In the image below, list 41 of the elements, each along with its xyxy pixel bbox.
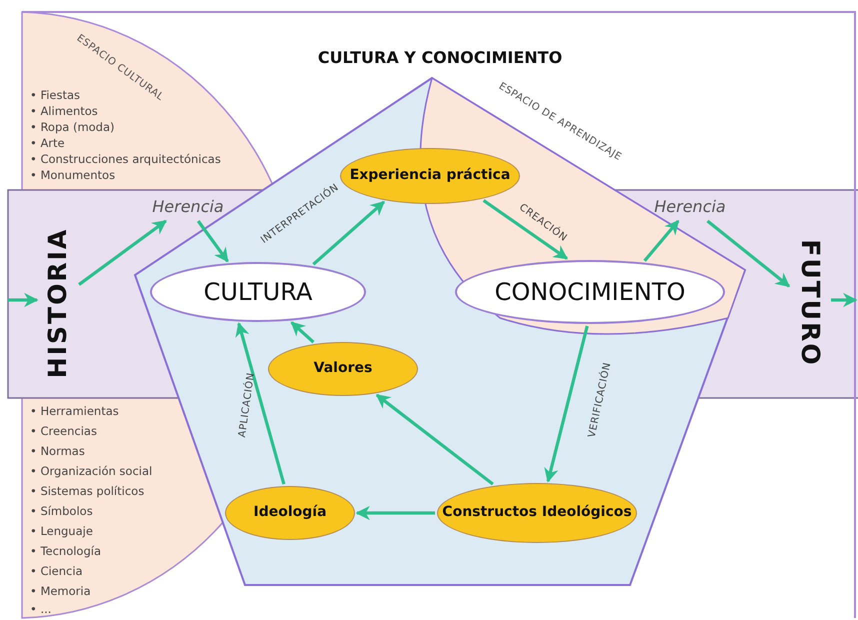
arrow [831, 292, 858, 308]
arrow [235, 322, 286, 485]
list-item: • Ropa (moda) [30, 120, 115, 134]
edge-label: APLICACIÓN [237, 372, 257, 438]
list-item: • Monumentos [30, 168, 116, 182]
node-text: HISTORIA [44, 228, 72, 378]
arrow [643, 220, 680, 262]
node-text: Herencia [152, 198, 224, 216]
list-item: • Construcciones arquitectónicas [30, 152, 221, 166]
diagram-title: CULTURA Y CONOCIMIENTO [318, 48, 562, 67]
arrow [376, 394, 494, 486]
arrow [482, 199, 568, 260]
list-item: • Lenguaje [30, 524, 93, 538]
node-text: Herencia [654, 198, 726, 216]
arrow [706, 220, 790, 288]
list-item: • Organización social [30, 464, 152, 478]
list-item: • Ciencia [30, 564, 83, 578]
list-item: • Tecnología [30, 544, 102, 558]
list-item: • Alimentos [30, 104, 98, 118]
list-item: • ... [30, 602, 52, 616]
node-text: Constructos Ideológicos [442, 505, 632, 521]
list-item: • Creencias [30, 424, 97, 438]
list-item: • Arte [30, 136, 65, 150]
arrow [544, 326, 589, 483]
list-item: • Fiestas [30, 88, 80, 102]
arrow [290, 321, 315, 344]
arrow [312, 200, 385, 266]
node-text: Valores [314, 361, 372, 377]
arrow [8, 292, 38, 308]
node-text: CONOCIMIENTO [494, 278, 686, 306]
arrow [356, 506, 435, 520]
list-item: • Sistemas políticos [30, 484, 144, 498]
node-text: Ideología [253, 505, 327, 521]
node-text: Experiencia práctica [350, 168, 510, 184]
node-text: FUTURO [796, 239, 824, 367]
list-item: • Memoria [30, 584, 91, 598]
list-item: • Símbolos [30, 504, 93, 518]
arrow [78, 220, 167, 286]
list-item: • Normas [30, 444, 85, 458]
list-item: • Herramientas [30, 404, 119, 418]
node-text: CULTURA [204, 278, 312, 306]
